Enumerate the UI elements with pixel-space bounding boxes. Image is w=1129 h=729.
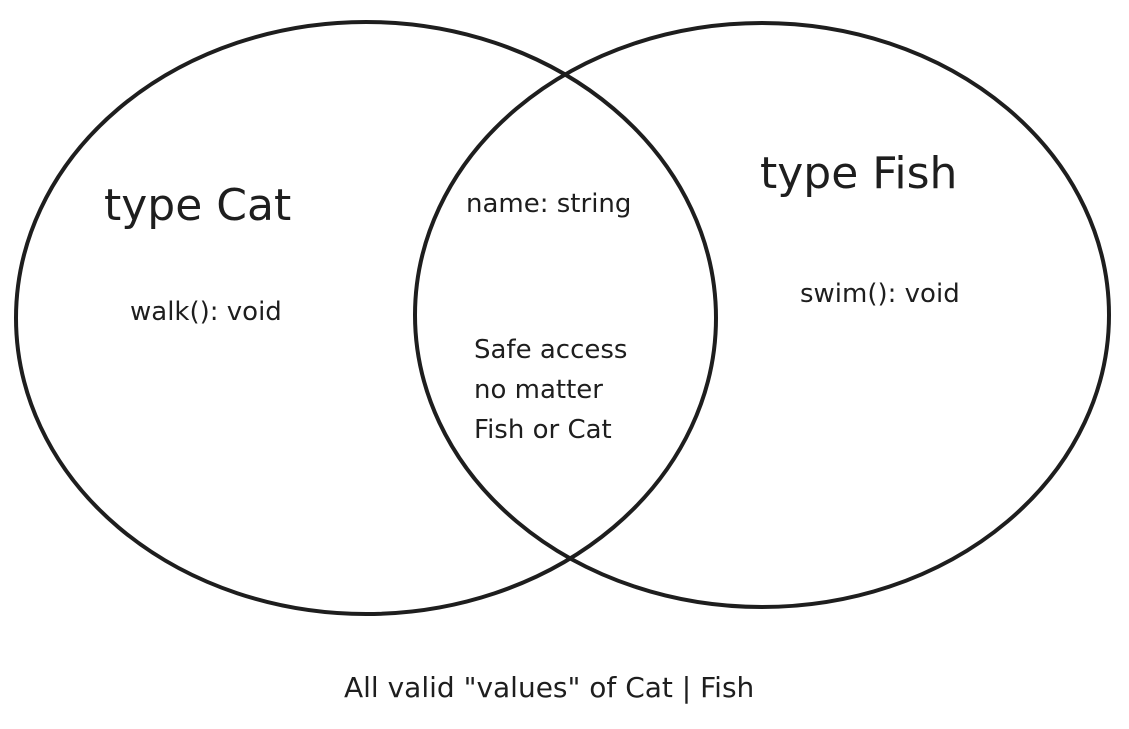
cat-set-circle <box>14 20 718 616</box>
fish-set-circle <box>413 21 1111 609</box>
intersection-member: name: string <box>466 189 632 219</box>
intersection-note-line: Safe access <box>474 335 628 365</box>
cat-set-title: type Cat <box>104 180 292 231</box>
intersection-note-line: no matter <box>474 375 603 405</box>
fish-member: swim(): void <box>800 279 960 309</box>
diagram-caption: All valid "values" of Cat | Fish <box>344 671 755 704</box>
fish-set-title: type Fish <box>760 148 958 199</box>
cat-member: walk(): void <box>130 297 282 327</box>
intersection-note-line: Fish or Cat <box>474 415 612 445</box>
